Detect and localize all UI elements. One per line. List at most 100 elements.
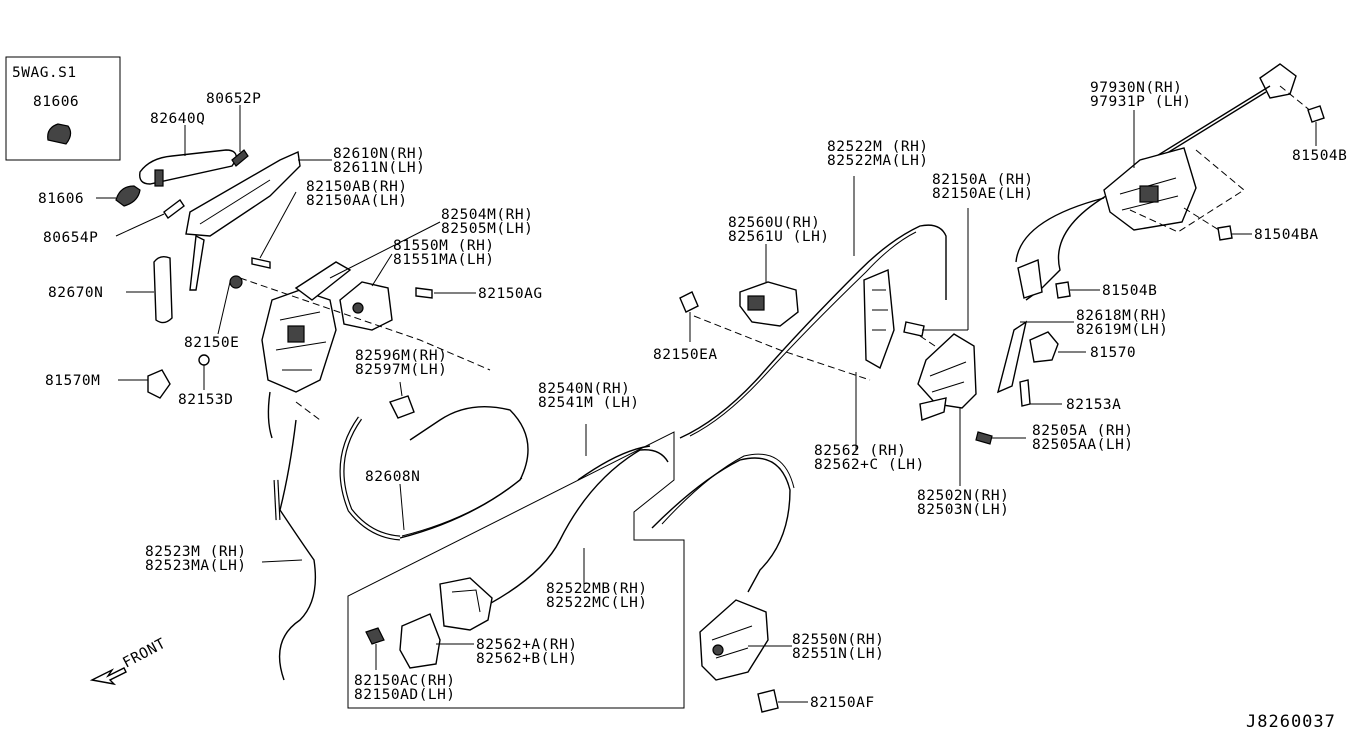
rear-lock-group [699, 599, 808, 713]
back-lock-group [1015, 63, 1325, 301]
plate-82618M [996, 320, 1028, 394]
back-lock-actuator [1017, 259, 1043, 299]
label-82150AB: 82150AB(RH) [306, 179, 408, 195]
label-82640Q: 82640Q [150, 111, 205, 127]
label-82562A: 82562+A(RH) [476, 637, 578, 653]
bracket-detail [872, 289, 888, 331]
guide-line-left [239, 277, 491, 371]
label-82562: 82562 (RH) [814, 443, 906, 459]
bolt-82150AF [757, 689, 779, 713]
front-label: FRONT [120, 636, 168, 672]
label-82618M: 82618M(RH) [1076, 308, 1168, 324]
bracket-82562 [863, 268, 895, 370]
label-82540N: 82540N(RH) [538, 381, 630, 397]
label-82522MC: 82522MC(LH) [546, 595, 648, 611]
actuator-81550M [339, 281, 393, 331]
label-81504BA: 81504BA [1254, 227, 1319, 243]
striker-81570M [147, 369, 171, 399]
title-box-part: 81606 [33, 94, 79, 110]
label-82150EA: 82150EA [653, 347, 718, 363]
label-82153D: 82153D [178, 392, 233, 408]
label-82560U: 82560U(RH) [728, 215, 820, 231]
label-82561U: 82561U (LH) [728, 229, 830, 245]
door-lock-plate [919, 397, 947, 421]
bolt-82150A [903, 321, 925, 337]
rear-lock-detail [711, 625, 753, 659]
label-82150AF: 82150AF [810, 695, 875, 711]
cable-82522M-outer [689, 231, 917, 437]
handle-rod [189, 234, 205, 291]
outside-handle-82640Q [139, 149, 237, 185]
striker-81570 [1029, 331, 1059, 363]
title-box-header: 5WAG.S1 [12, 65, 77, 81]
label-81570: 81570 [1090, 345, 1136, 361]
label-82562C: 82562+C (LH) [814, 457, 925, 473]
label-82611N: 82611N(LH) [333, 160, 425, 176]
label-80654P: 80654P [43, 230, 98, 246]
label-81551MA: 81551MA(LH) [393, 252, 495, 268]
bolt-82505A [975, 431, 993, 445]
cable-82540N [399, 405, 529, 539]
label-82150AD: 82150AD(LH) [354, 687, 456, 703]
label-82610N: 82610N(RH) [333, 146, 425, 162]
label-82502N: 82502N(RH) [917, 488, 1009, 504]
right-lock-group [903, 208, 1086, 486]
cable-82522MB-b [577, 445, 651, 481]
inside-handle-lever [399, 613, 441, 669]
label-82503N: 82503N(LH) [917, 502, 1009, 518]
door-lock-detail [929, 361, 967, 393]
nut-81504BA [1217, 225, 1233, 241]
label-81606: 81606 [38, 191, 84, 207]
gasket-80654P [163, 198, 185, 220]
inner-handle-assy-box [347, 424, 685, 709]
lock-cable [267, 391, 273, 439]
label-82541M: 82541M (LH) [538, 395, 640, 411]
diagram-code: J8260037 [1246, 712, 1336, 732]
label-82504M: 82504M(RH) [441, 207, 533, 223]
cable-82550N [651, 457, 791, 593]
cable-82550N-outer [661, 453, 795, 525]
cable-82523M [278, 419, 317, 681]
actuator-body [747, 295, 765, 311]
bolt-82150AB [251, 257, 271, 269]
title-box: 5WAG.S1 81606 [5, 56, 121, 161]
front-arrow: FRONT [89, 636, 169, 686]
label-82522MB: 82522MB(RH) [546, 581, 648, 597]
assy-outline [347, 431, 685, 709]
back-lock-gear [1139, 185, 1159, 203]
labels: 82640Q 80652P 82610N(RH) 82611N(LH) 8160… [38, 80, 1347, 732]
inside-handle-82562A [439, 577, 493, 631]
label-81570M: 81570M [45, 373, 100, 389]
label-82670N: 82670N [48, 285, 103, 301]
label-81504B-mid: 81504B [1102, 283, 1157, 299]
cable-82608N-inner [340, 417, 401, 540]
label-81504B-top: 81504B [1292, 148, 1347, 164]
label-82505A: 82505A (RH) [1032, 423, 1134, 439]
label-82596M: 82596M(RH) [355, 348, 447, 364]
lock-gear [287, 325, 305, 343]
actuator-hub [352, 302, 364, 314]
inside-handle-detail [451, 589, 481, 613]
seal-82670N [153, 255, 173, 324]
lock-rod-bracket [294, 261, 352, 301]
bolt-82153A [1019, 379, 1031, 407]
label-82150A: 82150A (RH) [932, 172, 1034, 188]
label-82505M: 82505M(LH) [441, 221, 533, 237]
front-arrow-icon [89, 667, 127, 686]
label-82619M: 82619M(LH) [1076, 322, 1168, 338]
back-lock-cable-b [1015, 197, 1105, 263]
label-82608N: 82608N [365, 469, 420, 485]
bolt-82153D [198, 354, 210, 366]
rear-lock-hub [712, 644, 724, 656]
cable-82540N-outer [401, 477, 523, 537]
actuator-82560U [739, 281, 799, 327]
rear-lock-82550N [699, 599, 769, 681]
label-82505AA: 82505AA(LH) [1032, 437, 1134, 453]
cable-82522MB [469, 449, 669, 615]
back-lock-cable [1025, 195, 1107, 301]
label-82150AG: 82150AG [478, 286, 543, 302]
label-80652P: 80652P [206, 91, 261, 107]
gasket-80652P [231, 149, 249, 167]
